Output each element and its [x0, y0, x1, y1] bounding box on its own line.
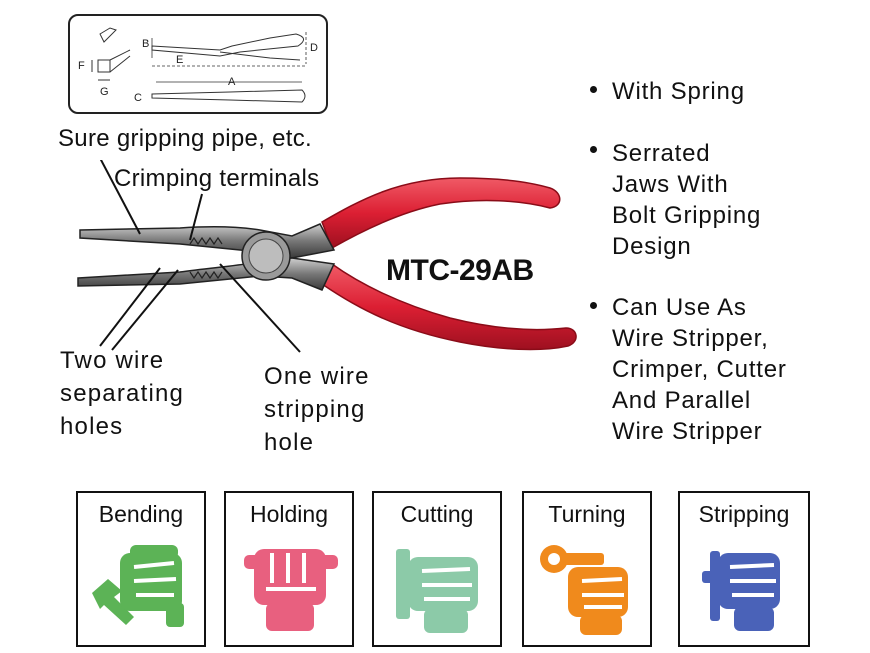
lower-jaw — [77, 257, 336, 291]
holding-fist-icon — [244, 549, 338, 631]
model-number: MTC-29AB — [386, 254, 534, 287]
callout-one-wire-line2: stripping — [264, 396, 366, 423]
use-card-label: Cutting — [400, 501, 474, 527]
bending-hand-icon — [92, 545, 184, 627]
use-card-label: Holding — [250, 501, 328, 527]
feature-spring: With Spring — [612, 78, 745, 105]
dim-label-e: E — [176, 54, 184, 66]
callout-one-wire-line1: One wire — [264, 363, 370, 390]
feature-serrated: Serrated Jaws With Bolt Gripping Design — [612, 140, 762, 260]
turning-key-icon — [540, 545, 628, 635]
dimension-diagram: B D E F A G C — [68, 14, 328, 114]
dim-label-a: A — [228, 76, 236, 88]
callout-two-wire-line2: separating — [60, 380, 185, 407]
dim-label-c: C — [134, 92, 142, 104]
bullet-dot — [590, 302, 597, 309]
dim-label-g: G — [100, 86, 109, 98]
stripping-wire-icon — [702, 551, 780, 631]
use-card-stripping: Stripping — [678, 491, 810, 647]
upper-jaw — [79, 223, 336, 259]
use-card-cutting: Cutting — [372, 491, 502, 647]
pliers-illustration — [77, 160, 577, 353]
dim-label-d: D — [310, 42, 318, 54]
use-card-label: Stripping — [698, 501, 790, 527]
use-card-label: Bending — [98, 501, 184, 527]
cutting-hand-icon — [396, 549, 478, 633]
lower-handle — [321, 262, 577, 351]
bullet-dot — [590, 86, 597, 93]
callout-two-wire-line1: Two wire — [60, 347, 165, 374]
use-card-bending: Bending — [76, 491, 206, 647]
upper-handle — [321, 177, 561, 250]
callout-sure-gripping: Sure gripping pipe, etc. — [58, 125, 313, 152]
pliers-outline-drawing — [91, 27, 307, 103]
use-card-holding: Holding — [224, 491, 354, 647]
use-card-label: Turning — [548, 501, 626, 527]
callout-two-wire-line3: holes — [60, 413, 124, 440]
bullet-dot — [590, 146, 597, 153]
callout-crimping: Crimping terminals — [114, 165, 320, 192]
dim-label-b: B — [142, 38, 150, 50]
callout-one-wire-line3: hole — [264, 429, 315, 456]
callout-two-wire: Two wire separating holes — [60, 344, 184, 443]
callout-one-wire: One wire stripping hole — [264, 360, 370, 459]
use-card-turning: Turning — [522, 491, 652, 647]
dim-label-f: F — [78, 60, 85, 72]
feature-multi-use: Can Use As Wire Stripper, Crimper, Cutte… — [612, 294, 787, 445]
